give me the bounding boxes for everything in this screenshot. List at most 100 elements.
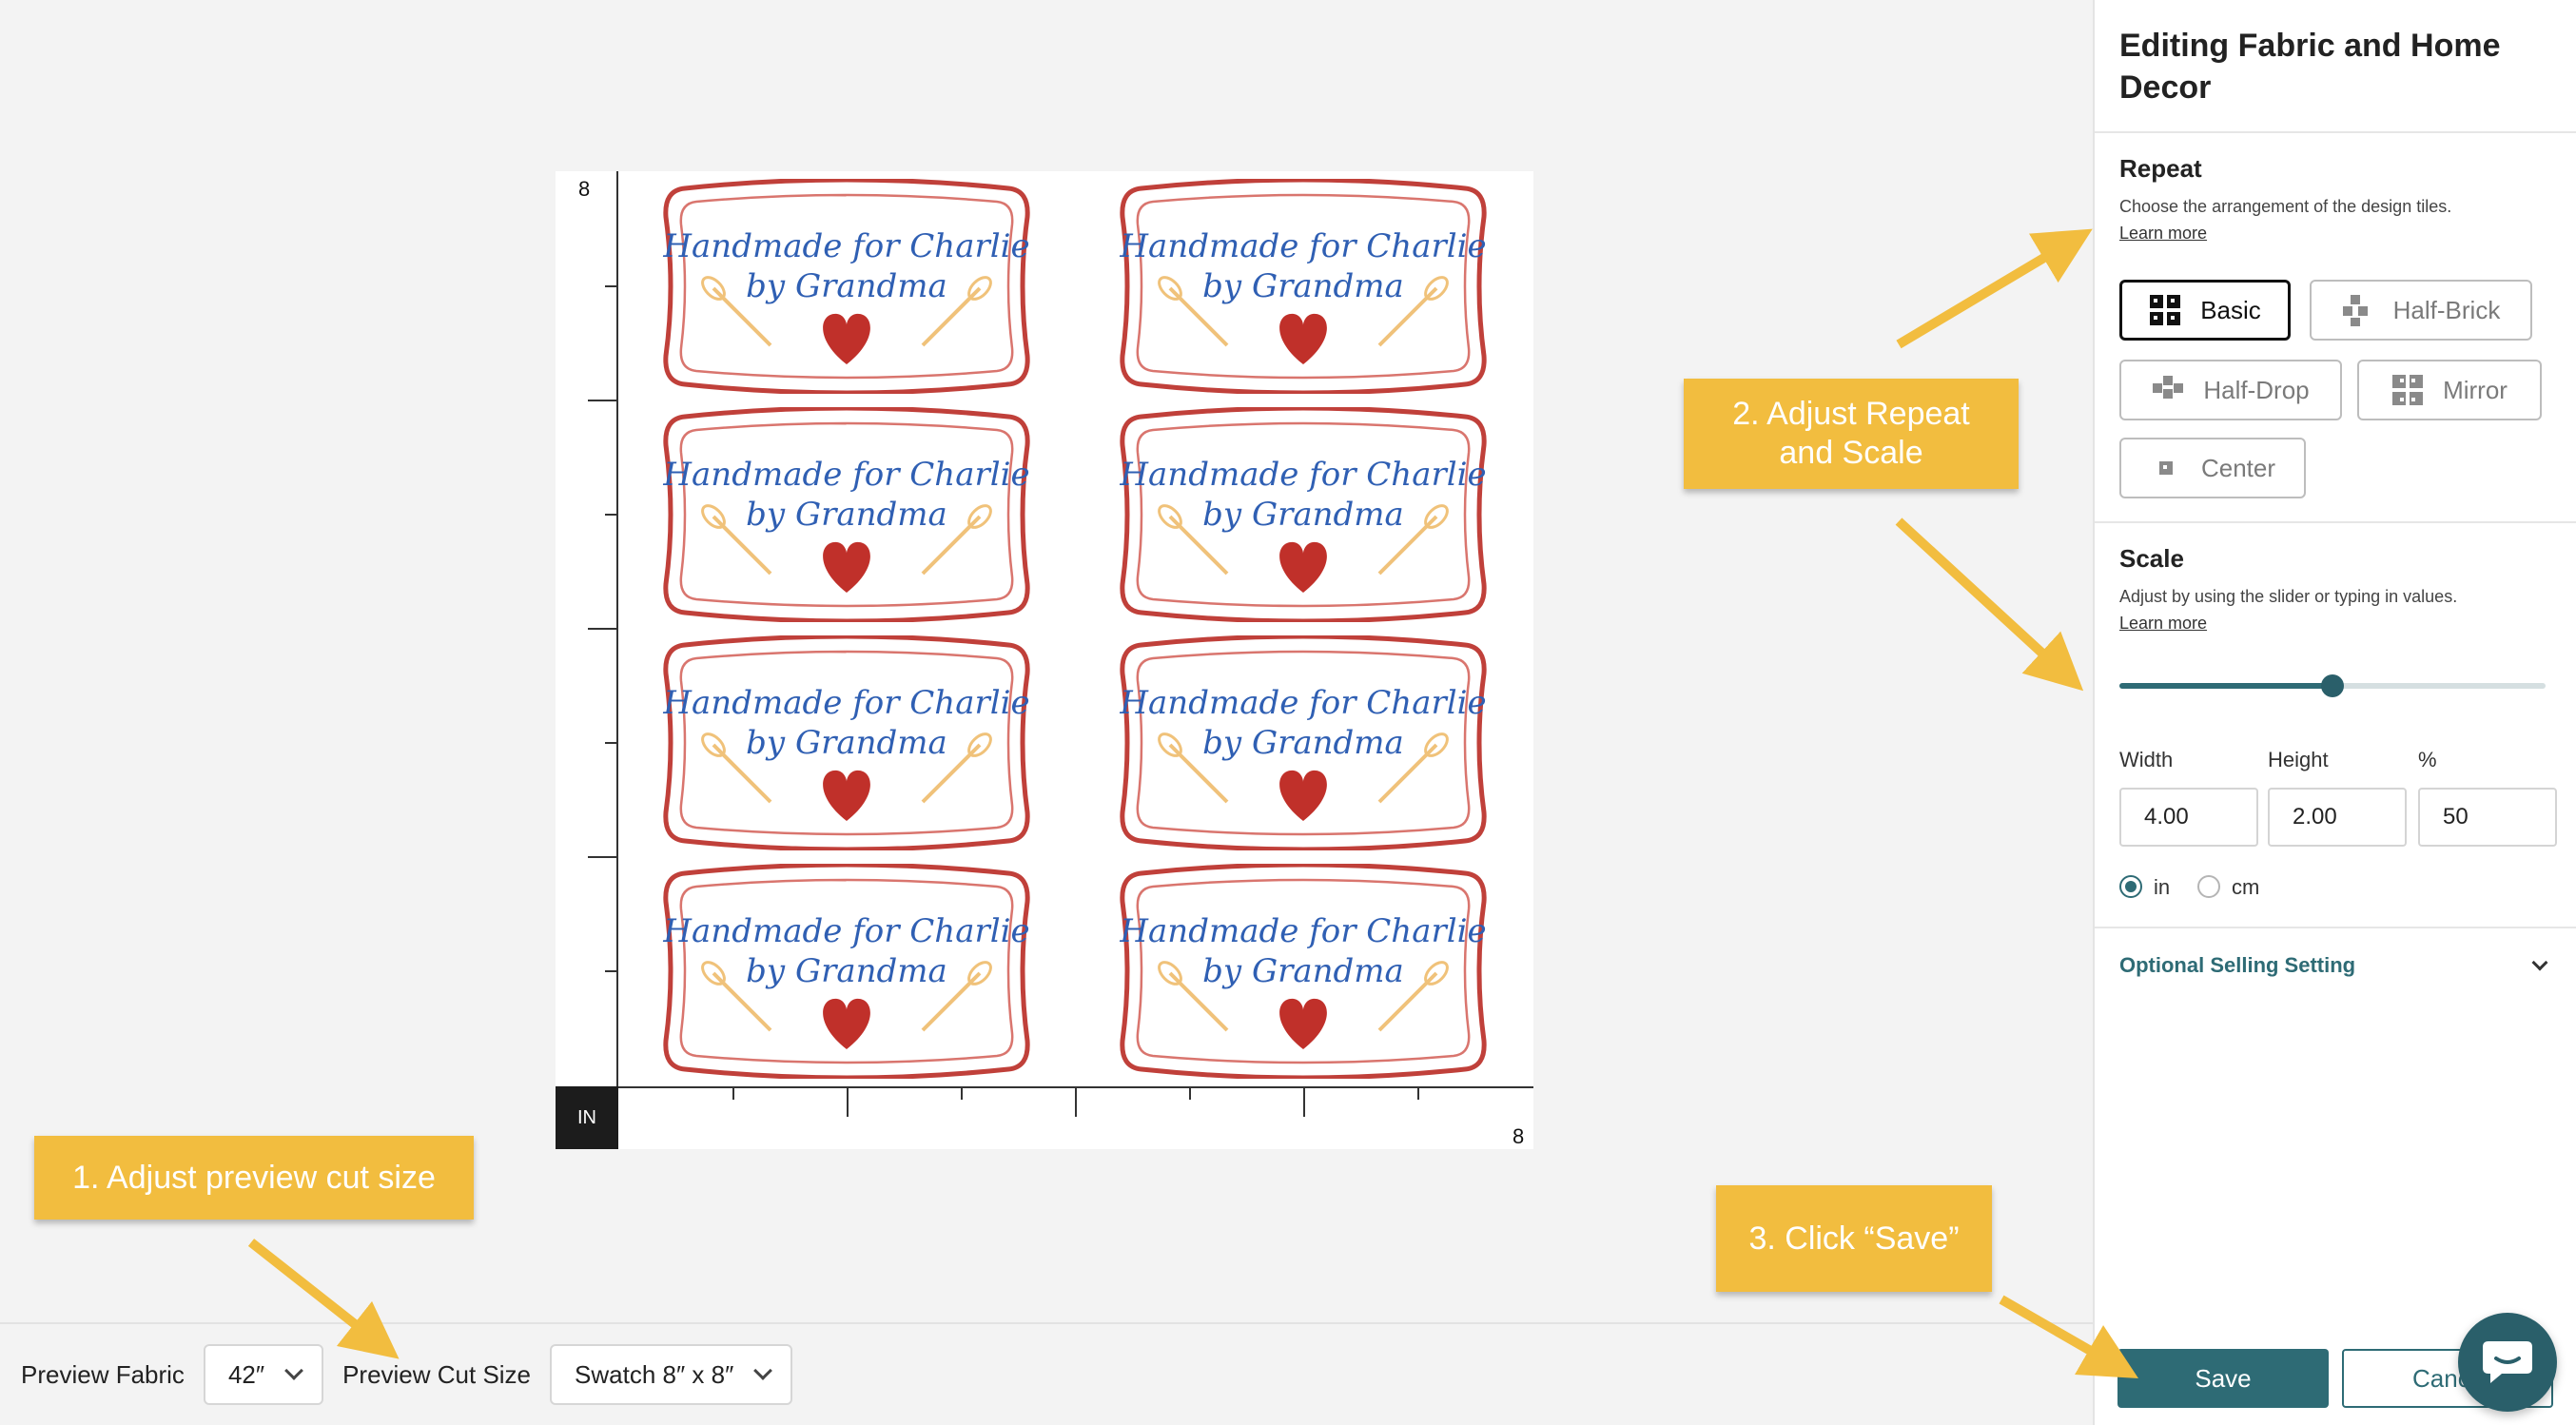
label-design: Handmade for Charlie by Grandma <box>1119 635 1487 850</box>
repeat-basic-button[interactable]: Basic <box>2119 280 2291 341</box>
design-tile: Handmade for Charlie by Grandma <box>1113 635 1493 850</box>
svg-text:Handmade for Charlie: Handmade for Charlie <box>662 456 1029 494</box>
height-label: Height <box>2268 748 2329 771</box>
ruler-left-max: 8 <box>578 177 591 201</box>
repeat-mirror-label: Mirror <box>2443 375 2508 404</box>
scale-description: Adjust by using the slider or typing in … <box>2119 587 2458 606</box>
repeat-learn-more-link[interactable]: Learn more <box>2119 224 2208 243</box>
divider <box>2095 927 2576 928</box>
design-tile: Handmade for Charlie by Grandma <box>1113 864 1493 1079</box>
scale-slider[interactable] <box>2119 674 2546 697</box>
mirror-repeat-icon <box>2392 375 2424 405</box>
callout-step-3: 3. Click “Save” <box>1716 1185 1992 1292</box>
percent-label: % <box>2418 748 2437 771</box>
ruler-tick <box>1303 1088 1305 1117</box>
ruler-tick <box>588 628 616 630</box>
chat-button[interactable] <box>2458 1313 2557 1412</box>
design-tile: Handmade for Charlie by Grandma <box>1113 179 1493 394</box>
label-design: Handmade for Charlie by Grandma <box>662 635 1030 850</box>
svg-text:by Grandma: by Grandma <box>1202 952 1404 990</box>
callout-step-3-text: 3. Click “Save” <box>1748 1220 1960 1257</box>
unit-cm-radio[interactable] <box>2197 875 2220 898</box>
ruler-tick <box>1075 1088 1077 1117</box>
chevron-down-icon <box>753 1361 773 1380</box>
repeat-half-brick-button[interactable]: Half-Brick <box>2310 280 2532 341</box>
percent-input[interactable] <box>2418 788 2557 847</box>
design-tile: Handmade for Charlie by Grandma <box>1113 407 1493 622</box>
callout-step-1: 1. Adjust preview cut size <box>34 1136 474 1220</box>
repeat-half-drop-button[interactable]: Half-Drop <box>2119 360 2342 420</box>
half-brick-repeat-icon <box>2342 295 2368 326</box>
ruler-tick <box>1417 1088 1419 1100</box>
ruler-tick <box>605 285 616 287</box>
center-repeat-icon <box>2158 461 2173 475</box>
label-design: Handmade for Charlie by Grandma <box>1119 864 1487 1079</box>
preview-cut-size-label: Preview Cut Size <box>342 1359 532 1389</box>
svg-text:by Grandma: by Grandma <box>746 952 947 990</box>
label-design: Handmade for Charlie by Grandma <box>662 179 1030 394</box>
ruler-vertical: 8 <box>556 171 618 1086</box>
repeat-description: Choose the arrangement of the design til… <box>2119 197 2452 216</box>
width-input[interactable] <box>2119 788 2258 847</box>
ruler-tick <box>605 514 616 516</box>
preview-fabric-select[interactable]: 42″ <box>203 1344 324 1405</box>
svg-text:by Grandma: by Grandma <box>746 724 947 762</box>
ruler-tick <box>847 1088 849 1117</box>
svg-text:Handmade for Charlie: Handmade for Charlie <box>662 227 1029 265</box>
preview-cut-size-select[interactable]: Swatch 8″ x 8″ <box>550 1344 793 1405</box>
svg-text:by Grandma: by Grandma <box>746 496 947 534</box>
svg-text:by Grandma: by Grandma <box>1202 724 1404 762</box>
panel-title: Editing Fabric and Home Decor <box>2119 28 2501 107</box>
preview-fabric-value: 42″ <box>227 1359 265 1389</box>
unit-cm-label: cm <box>2232 875 2260 899</box>
save-button[interactable]: Save <box>2117 1349 2329 1408</box>
preview-toolbar: Preview Fabric 42″ Preview Cut Size Swat… <box>0 1322 2093 1425</box>
unit-in-radio[interactable] <box>2119 875 2142 898</box>
basic-repeat-icon <box>2150 295 2181 325</box>
repeat-mirror-button[interactable]: Mirror <box>2357 360 2542 420</box>
preview-fabric-label: Preview Fabric <box>21 1359 185 1389</box>
design-tile: Handmade for Charlie by Grandma <box>656 407 1037 622</box>
repeat-center-label: Center <box>2200 453 2276 482</box>
label-design: Handmade for Charlie by Grandma <box>662 407 1030 622</box>
scale-title: Scale <box>2119 544 2184 573</box>
ruler-tick <box>588 400 616 401</box>
svg-text:by Grandma: by Grandma <box>746 267 947 305</box>
height-input[interactable] <box>2268 788 2407 847</box>
svg-text:Handmade for Charlie: Handmade for Charlie <box>662 684 1029 722</box>
label-design: Handmade for Charlie by Grandma <box>1119 179 1487 394</box>
repeat-basic-label: Basic <box>2200 295 2261 324</box>
ruler-tick <box>588 856 616 858</box>
design-tile: Handmade for Charlie by Grandma <box>656 635 1037 850</box>
repeat-title: Repeat <box>2119 154 2202 183</box>
chat-icon <box>2483 1341 2532 1383</box>
ruler-bottom-max: 8 <box>1512 1124 1525 1148</box>
divider <box>2095 521 2576 523</box>
ruler-tick <box>1189 1088 1191 1100</box>
label-design: Handmade for Charlie by Grandma <box>1119 407 1487 622</box>
design-tile: Handmade for Charlie by Grandma <box>656 864 1037 1079</box>
callout-step-2-line-2: and Scale <box>1779 435 1923 471</box>
scale-slider-thumb[interactable] <box>2321 674 2344 697</box>
repeat-half-drop-label: Half-Drop <box>2203 375 2310 404</box>
chevron-down-icon[interactable] <box>2531 954 2548 971</box>
svg-text:Handmade for Charlie: Handmade for Charlie <box>1119 456 1486 494</box>
callout-step-2: 2. Adjust Repeat and Scale <box>1684 379 2019 489</box>
editor-panel: Editing Fabric and Home Decor Repeat Cho… <box>2093 0 2576 1425</box>
width-label: Width <box>2119 748 2174 771</box>
svg-text:Handmade for Charlie: Handmade for Charlie <box>1119 684 1486 722</box>
ruler-tick <box>732 1088 734 1100</box>
repeat-half-brick-label: Half-Brick <box>2392 295 2501 324</box>
svg-text:by Grandma: by Grandma <box>1202 267 1404 305</box>
ruler-tick <box>605 970 616 972</box>
ruler-horizontal: 8 <box>618 1086 1533 1149</box>
repeat-center-button[interactable]: Center <box>2119 438 2306 498</box>
ruler-tick <box>961 1088 963 1100</box>
scale-learn-more-link[interactable]: Learn more <box>2119 614 2208 633</box>
fabric-swatch: Handmade for Charlie by Grandma Handmade… <box>618 171 1533 1086</box>
callout-step-1-text: 1. Adjust preview cut size <box>72 1159 436 1196</box>
label-design: Handmade for Charlie by Grandma <box>662 864 1030 1079</box>
svg-text:Handmade for Charlie: Handmade for Charlie <box>662 912 1029 950</box>
svg-text:Handmade for Charlie: Handmade for Charlie <box>1119 227 1486 265</box>
optional-selling-toggle[interactable]: Optional Selling Setting <box>2119 953 2356 977</box>
